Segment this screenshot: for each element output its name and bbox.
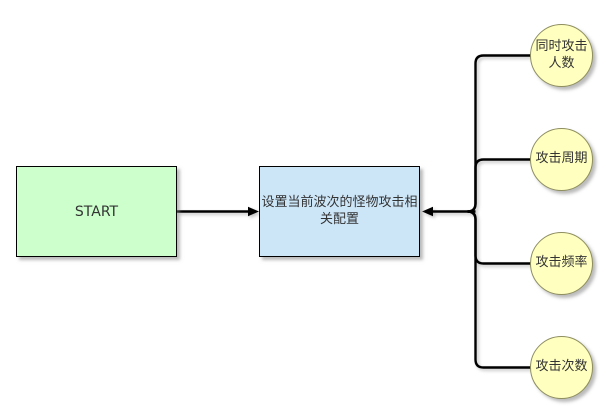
connector-config-2 <box>467 210 531 265</box>
connector-config-0 <box>467 54 531 213</box>
connector-config-3 <box>467 210 531 369</box>
config-node-attack-frequency[interactable]: 攻击频率 <box>530 232 593 295</box>
config-node-label: 攻击次数 <box>535 359 588 375</box>
process-node[interactable]: 设置当前波次的怪物攻击相关配置 <box>259 166 420 257</box>
process-node-label: 设置当前波次的怪物攻击相关配置 <box>261 194 418 227</box>
config-node-attack-count[interactable]: 攻击次数 <box>530 336 593 399</box>
config-node-label: 同时攻击人数 <box>535 39 588 71</box>
config-node-attack-cycle[interactable]: 攻击周期 <box>530 128 593 191</box>
arrowhead-into-process-left <box>248 206 259 217</box>
start-node-label: START <box>74 203 119 220</box>
config-node-label: 攻击周期 <box>535 151 588 167</box>
connector-config-1 <box>467 158 531 213</box>
config-node-label: 攻击频率 <box>535 255 588 271</box>
config-node-simultaneous-attackers[interactable]: 同时攻击人数 <box>530 24 593 87</box>
start-node[interactable]: START <box>16 166 177 257</box>
arrowhead-into-process-right <box>422 206 433 217</box>
